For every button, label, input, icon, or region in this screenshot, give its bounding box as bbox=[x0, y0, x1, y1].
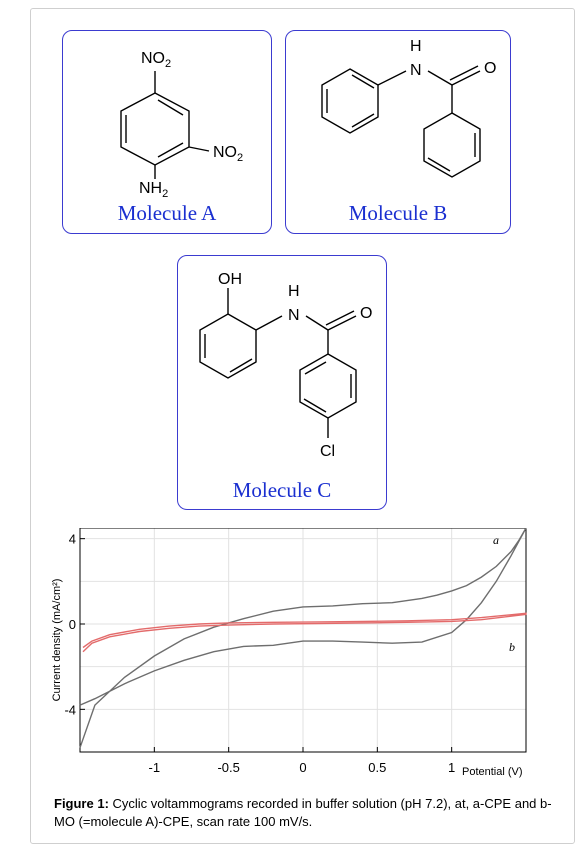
hydrogen-label: H bbox=[410, 38, 422, 55]
figure-caption: Figure 1: Cyclic voltammograms recorded … bbox=[54, 795, 569, 831]
series-b-label: b bbox=[509, 640, 515, 654]
svg-text:NO2: NO2 bbox=[141, 50, 171, 70]
molecule-a-structure: NO2 NO2 NH2 bbox=[120, 50, 243, 200]
molecule-c-structure: OH H N O Cl bbox=[199, 271, 372, 460]
molecule-b-panel: H N O Molecule B bbox=[285, 30, 511, 234]
molecule-c-caption: Molecule C bbox=[232, 478, 332, 502]
y-axis-title: Current density (mA/cm²) bbox=[51, 579, 63, 702]
x-tick-label: -1 bbox=[149, 760, 161, 775]
molecule-c-panel: OH H N O Cl Molecule C bbox=[177, 255, 387, 510]
subscript: 2 bbox=[165, 58, 171, 70]
subscript: 2 bbox=[162, 188, 168, 200]
y-tick-label: -4 bbox=[64, 702, 76, 717]
amine-label: NH bbox=[139, 180, 162, 197]
oxygen-label: O bbox=[484, 60, 496, 77]
nitro-label-right: NO bbox=[213, 144, 237, 161]
hydrogen-label: H bbox=[288, 283, 300, 300]
series-layer bbox=[79, 528, 527, 748]
nitro-label-top: NO bbox=[141, 50, 165, 67]
figure-frame bbox=[30, 8, 575, 844]
nitrogen-label: N bbox=[288, 307, 300, 324]
svg-text:NO2: NO2 bbox=[213, 144, 243, 164]
series-a-label: a bbox=[493, 533, 499, 547]
oxygen-label: O bbox=[360, 305, 372, 322]
hydroxyl-label: OH bbox=[218, 271, 242, 288]
x-tick-label: 0.5 bbox=[368, 760, 386, 775]
subscript: 2 bbox=[237, 152, 243, 164]
x-tick-label: 0 bbox=[299, 760, 306, 775]
cyclic-voltammogram-chart: -1 -0.5 0 0.5 1 4 0 -4 Current density (mA/cm²)… bbox=[51, 528, 527, 778]
chlorine-label: Cl bbox=[320, 443, 335, 460]
x-tick-label: 1 bbox=[448, 760, 455, 775]
series-a-line bbox=[79, 528, 527, 748]
grid bbox=[80, 528, 526, 752]
svg-text:NH2: NH2 bbox=[139, 180, 168, 200]
figure-label: Figure 1: bbox=[54, 796, 109, 811]
series-b-line bbox=[82, 612, 527, 653]
nitrogen-label: N bbox=[410, 62, 422, 79]
y-tick-label: 0 bbox=[69, 617, 76, 632]
tick-layer: -1 -0.5 0 0.5 1 4 0 -4 bbox=[64, 532, 455, 775]
figure-caption-text: Cyclic voltammograms recorded in buffer … bbox=[54, 796, 552, 829]
molecule-b-structure: H N O bbox=[321, 38, 496, 178]
molecule-a-panel: NO2 NO2 NH2 Molecule A bbox=[62, 30, 272, 234]
y-tick-label: 4 bbox=[69, 532, 76, 547]
molecule-a-caption: Molecule A bbox=[117, 201, 217, 225]
x-tick-label: -0.5 bbox=[217, 760, 239, 775]
molecule-b-caption: Molecule B bbox=[348, 201, 448, 225]
x-axis-title: Potential (V) bbox=[462, 766, 523, 778]
